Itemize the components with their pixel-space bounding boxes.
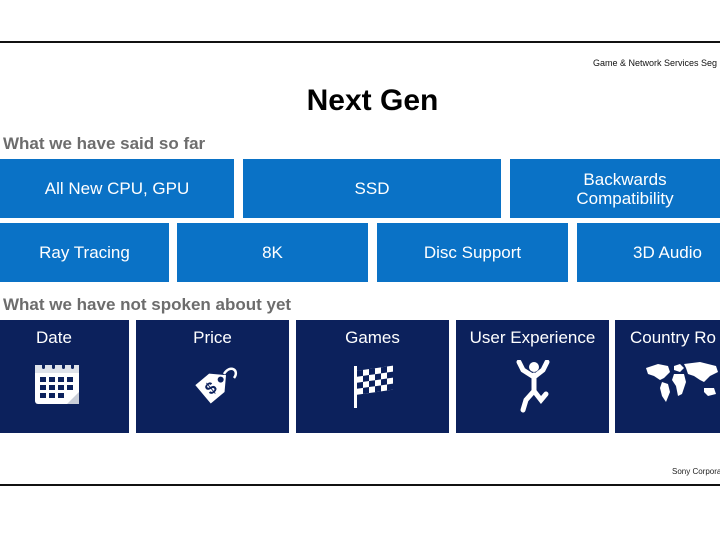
feature-ssd: SSD [243,159,501,218]
person-jumping-icon [513,359,553,419]
card-label: Country Ro [630,328,716,347]
card-label: Date [36,328,72,347]
feature-label: 3D Audio [633,243,702,262]
feature-label: Disc Support [423,243,522,262]
card-label: Price [193,328,232,347]
feature-label: Ray Tracing [39,243,130,262]
feature-label: All New CPU, GPU [44,179,190,198]
calendar-icon [33,360,81,411]
said-so-far-heading: What we have said so far [3,134,206,153]
feature-label: SSD [354,179,390,198]
feature-label: 8K [262,243,283,262]
feature-3d-audio: 3D Audio [577,223,720,282]
feature-8k: 8K [177,223,368,282]
card-label: Games [345,328,400,347]
top-rule [0,41,720,43]
card-user-experience: User Experience [456,320,609,433]
feature-disc-support: Disc Support [377,223,568,282]
bottom-rule [0,484,720,486]
feature-cpu-gpu: All New CPU, GPU [0,159,234,218]
card-country-rollout: Country Ro [615,320,720,433]
feature-ray-tracing: Ray Tracing [0,223,169,282]
checkered-flag-icon [348,360,398,415]
company-footer: Sony Corpora [672,467,720,476]
card-price: Price $ [136,320,289,433]
world-map-icon [644,360,720,409]
feature-label: Backwards Compatibility [576,169,674,208]
card-label: User Experience [469,328,596,347]
segment-label: Game & Network Services Seg [593,58,718,68]
feature-backwards-compatibility: Backwards Compatibility [510,159,720,218]
card-date: Date [0,320,129,433]
slide-title: Next Gen [306,84,439,117]
not-spoken-heading: What we have not spoken about yet [3,295,292,314]
price-tag-icon: $ [186,360,240,417]
card-games: Games [296,320,449,433]
